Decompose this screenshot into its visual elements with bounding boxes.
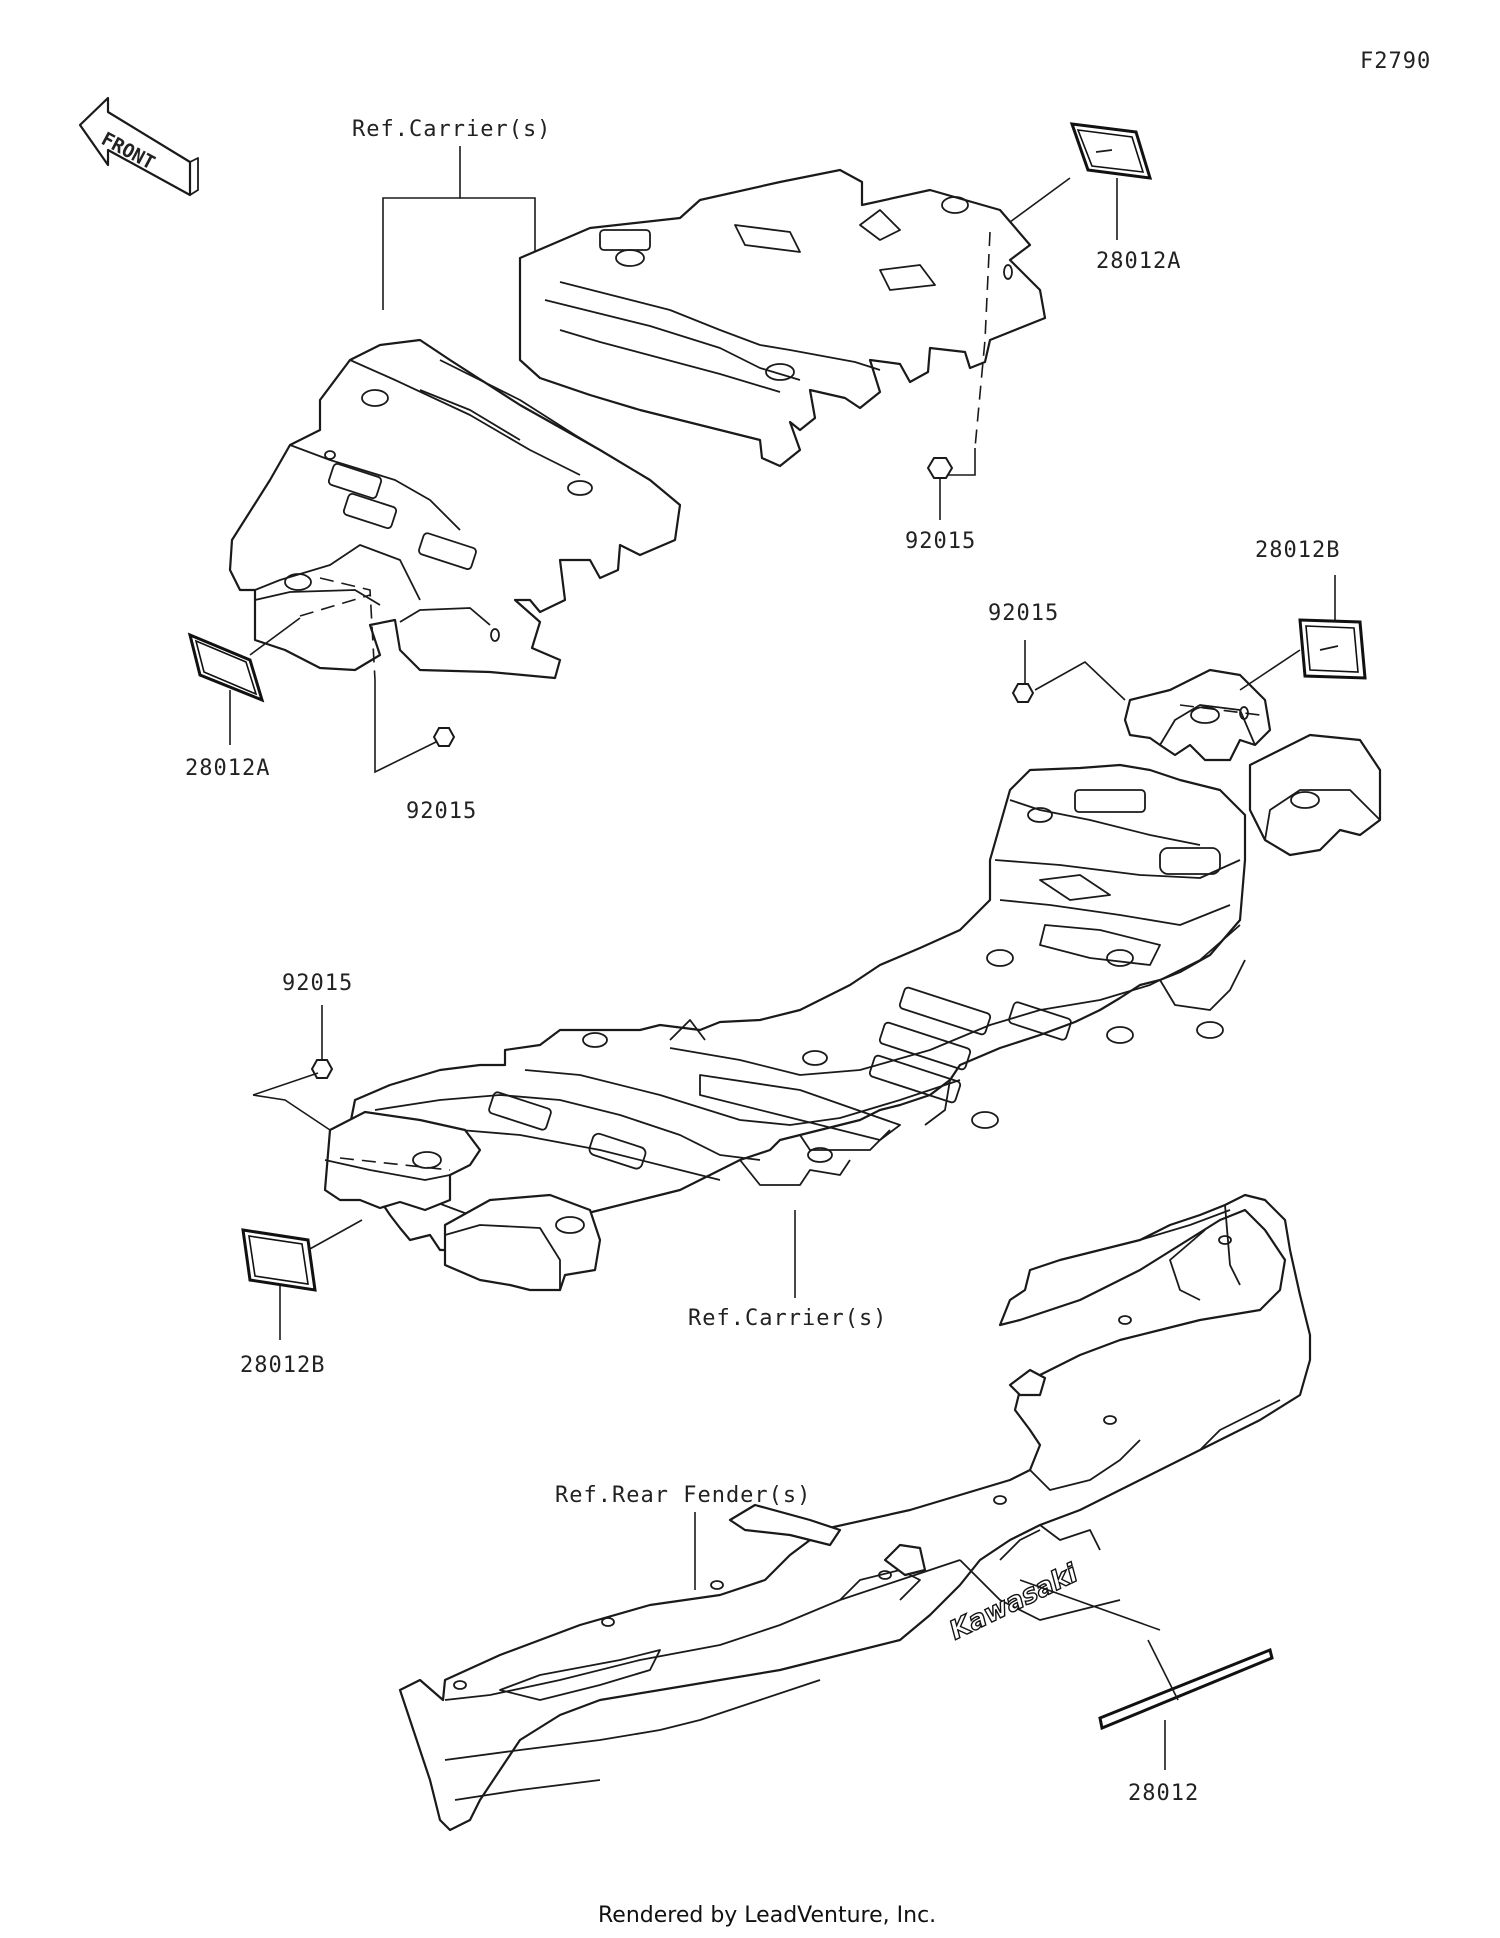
part-28012a-left-label: 28012A (185, 756, 270, 781)
rear-carrier-left-bracket (323, 1110, 602, 1292)
part-28012b-left-label: 28012B (240, 1353, 325, 1378)
ref-carrier-top-label: Ref.Carrier(s) (352, 117, 551, 142)
part-28012b-right-label: 28012B (1255, 538, 1340, 563)
part-92015-mid-left-label: 92015 (406, 799, 477, 824)
rear-carrier (348, 763, 1247, 1252)
part-28012a-top-label: 28012A (1096, 249, 1181, 274)
front-carrier-upper: Ref.Carrier(s) (352, 117, 1071, 476)
reflector-28012a-left: 28012A (185, 632, 270, 781)
ref-rear-fender-label: Ref.Rear Fender(s) (555, 1483, 811, 1508)
reflector-28012b-left: 28012B (240, 1219, 363, 1378)
nut-92015-mid-left: 92015 (406, 727, 477, 824)
reflector-28012a-top: 28012A (1069, 122, 1181, 274)
nut-92015-right: 92015 (988, 601, 1126, 703)
nut-92015-top: 92015 (905, 457, 976, 554)
part-92015-left-label: 92015 (282, 971, 353, 996)
front-arrow-icon: FRONT (78, 96, 199, 197)
figure-code: F2790 (1360, 49, 1431, 74)
rear-carrier-right-bracket (1123, 668, 1382, 857)
footer-credit: Rendered by LeadVenture, Inc. (598, 1903, 936, 1928)
nut-92015-left: 92015 (252, 971, 353, 1131)
decal-28012: 28012 (1098, 1639, 1274, 1806)
front-carrier-left-piece (228, 338, 682, 774)
part-28012-label: 28012 (1128, 1781, 1199, 1806)
part-92015-top-label: 92015 (905, 529, 976, 554)
part-92015-right-label: 92015 (988, 601, 1059, 626)
ref-carrier-bottom-label: Ref.Carrier(s) (688, 1306, 887, 1331)
reflector-28012b-right: 28012B (1239, 538, 1367, 691)
